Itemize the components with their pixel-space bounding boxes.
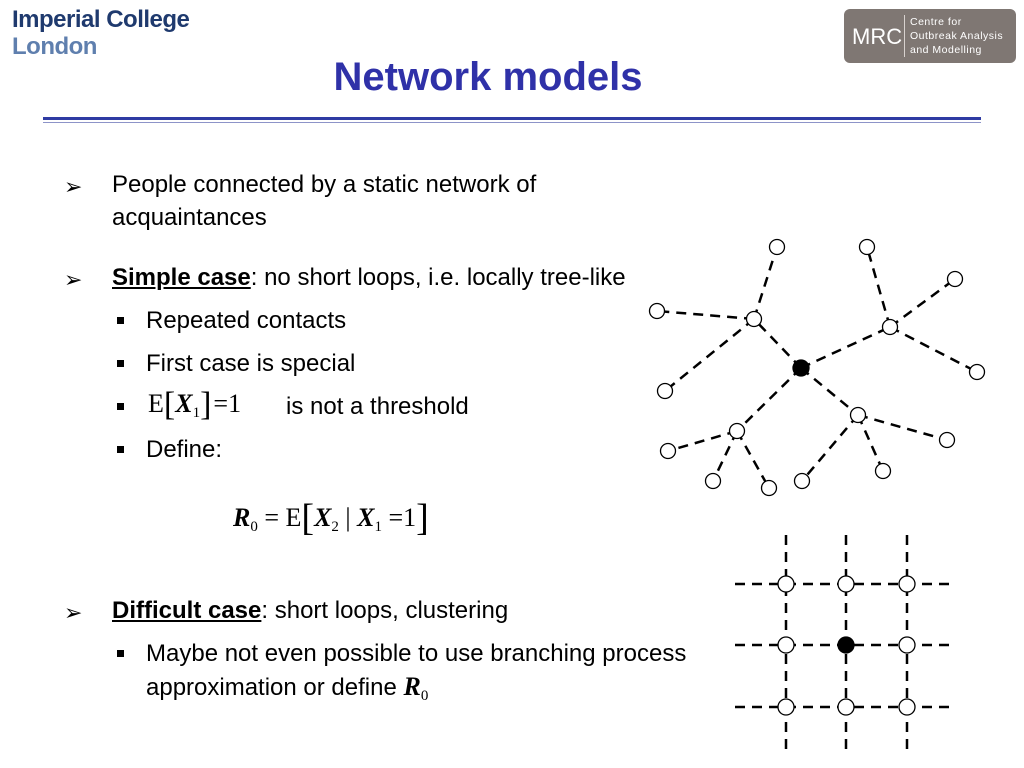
math-eq: = (264, 503, 280, 532)
bullet-difficult-case: Difficult case: short loops, clustering (112, 594, 508, 627)
sub-define: Define: (146, 436, 223, 463)
sub-not-threshold: is not a threshold (286, 393, 469, 420)
math-given: | (345, 503, 351, 532)
math-E: E (285, 503, 302, 532)
mrc-abbr: MRC (852, 24, 903, 49)
difficult-case-rest: : short loops, clustering (261, 597, 509, 624)
lattice-node (777, 698, 795, 716)
tree-nodes (648, 238, 986, 497)
square-bullet-icon (117, 650, 124, 657)
mrc-line-1: Centre for (910, 16, 962, 28)
bullet-simple-case: Simple case: no short loops, i.e. locall… (112, 261, 626, 294)
tree-node (760, 479, 778, 497)
math-eq: = (213, 389, 229, 418)
math-one: 1 (228, 389, 242, 418)
math-sub0: 0 (420, 688, 429, 704)
sub-first-case: First case is special (146, 350, 356, 377)
math-one: 1 (403, 503, 417, 532)
tree-node (968, 363, 986, 381)
formula-expectation-x1: E[X1]=1 (148, 386, 242, 423)
title-rule (43, 117, 981, 120)
lattice-node (777, 636, 795, 654)
tree-edges (656, 246, 978, 489)
lattice-node (837, 698, 855, 716)
mrc-logo: MRC Centre for Outbreak Analysis and Mod… (844, 9, 1016, 63)
math-sub1: 1 (374, 519, 382, 535)
lattice-node (898, 698, 916, 716)
lattice-node (777, 575, 795, 593)
branching-text: Maybe not even possible to use branching… (146, 640, 687, 701)
math-eq: = (388, 503, 404, 532)
mrc-line-2: Outbreak Analysis (910, 30, 1004, 42)
tree-network-diagram (648, 238, 986, 497)
arrowhead-bullet-icon: ➢ (64, 174, 83, 199)
tree-node (656, 382, 674, 400)
tree-node (874, 462, 892, 480)
simple-case-rest: : no short loops, i.e. locally tree-like (250, 264, 626, 291)
sub-repeated-contacts: Repeated contacts (146, 307, 347, 334)
tree-node (849, 406, 867, 424)
lattice-center-node (837, 636, 855, 654)
square-bullet-icon (117, 446, 124, 453)
square-bullet-icon (117, 360, 124, 367)
arrowhead-bullet-icon: ➢ (64, 267, 83, 292)
mrc-divider (904, 15, 905, 57)
sub-branching-approximation: Maybe not even possible to use branching… (146, 637, 706, 713)
tree-node (938, 431, 956, 449)
formula-r0: R0 = E[X2 | X1 =1] (233, 497, 429, 539)
lattice-node (837, 575, 855, 593)
imperial-logo-line2: London (12, 33, 97, 60)
arrowhead-bullet-icon: ➢ (64, 600, 83, 625)
tree-node (648, 302, 666, 320)
square-bullet-icon (117, 317, 124, 324)
slide-title: Network models (333, 55, 643, 99)
tree-node (728, 422, 746, 440)
math-R: R (403, 672, 421, 701)
mrc-line-3: and Modelling (910, 44, 982, 56)
math-X: X (314, 503, 332, 532)
title-rule-thin (43, 122, 981, 123)
math-sub1: 1 (192, 405, 201, 421)
math-X: X (175, 389, 193, 418)
tree-node (659, 442, 677, 460)
tree-node (793, 472, 811, 490)
tree-node (704, 472, 722, 490)
math-sub2: 2 (331, 519, 339, 535)
lattice-node (898, 636, 916, 654)
tree-node (745, 310, 763, 328)
tree-root-node (792, 359, 810, 377)
tree-node (858, 238, 876, 256)
math-E: E (148, 389, 164, 418)
math-R: R (233, 503, 251, 532)
lattice-node (898, 575, 916, 593)
tree-node (768, 238, 786, 256)
simple-case-term: Simple case (112, 264, 251, 291)
math-X: X (357, 503, 375, 532)
tree-node (881, 318, 899, 336)
bullet-network-text: People connected by a static network of … (112, 171, 537, 231)
lattice-network-diagram (735, 535, 955, 755)
lattice-nodes (777, 575, 916, 716)
math-sub0: 0 (250, 519, 258, 535)
imperial-logo-line1: Imperial College (12, 6, 190, 33)
difficult-case-term: Difficult case (112, 597, 262, 624)
tree-node (946, 270, 964, 288)
square-bullet-icon (117, 403, 124, 410)
